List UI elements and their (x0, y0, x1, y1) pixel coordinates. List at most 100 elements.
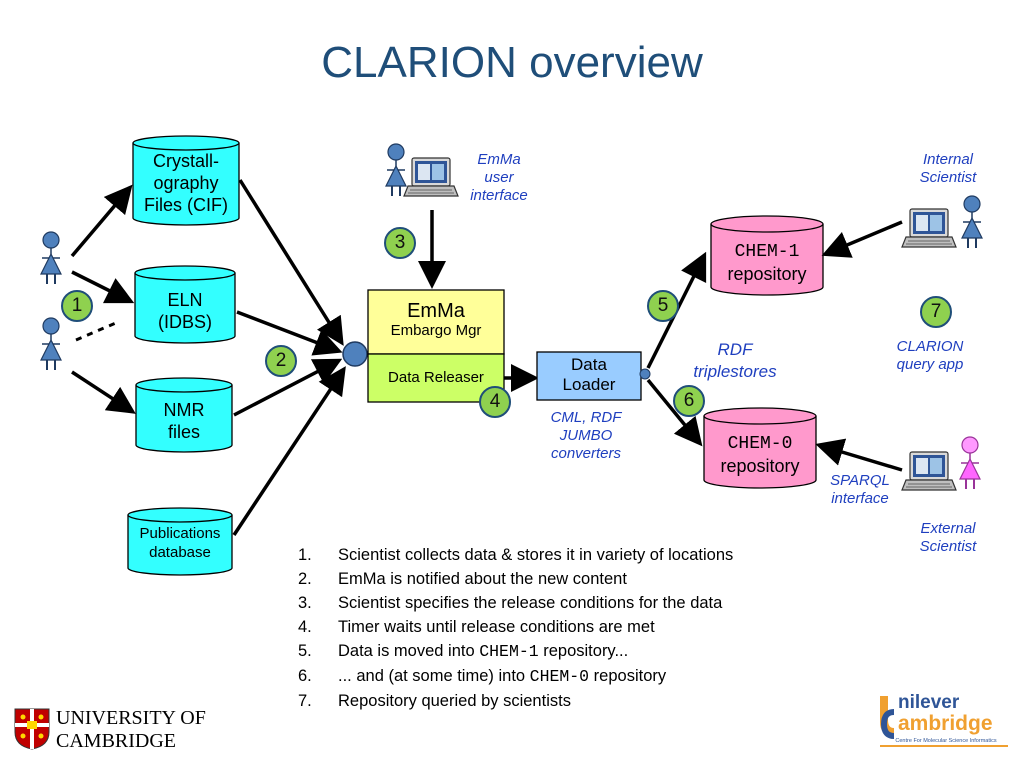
external-scientist-person-icon (959, 436, 981, 490)
list-item: 4. Timer waits until release conditions a… (298, 615, 733, 639)
data-loader-box (536, 351, 642, 401)
laptop-icon (901, 451, 957, 491)
emma-label: EmMa Embargo Mgr (368, 300, 504, 340)
internal-scientist-label: Internal Scientist (906, 151, 990, 187)
cambridge-logo-text: UNIVERSITY OF CAMBRIDGE (56, 707, 206, 753)
converters-label-line: CML, RDF (550, 409, 622, 426)
list-item: 1.Scientist collects data & stores it in… (298, 543, 733, 567)
sparql-label-line: interface (831, 490, 889, 507)
emma-user-person-icon (385, 143, 407, 197)
step-text: EmMa is notified about the new content (338, 570, 627, 588)
step-badge: 4 (479, 386, 511, 418)
cif-label-line: Crystall- (153, 151, 219, 171)
arrow-eln-dashed (75, 320, 119, 342)
arrow-to-nmr (71, 370, 136, 414)
data-releaser-label: Data Releaser (388, 369, 484, 386)
emma-ui-label-line: EmMa (477, 151, 521, 168)
step-text: repository (589, 667, 667, 685)
external-scientist-label-line: Scientist (919, 538, 977, 555)
step-number: 7. (298, 692, 312, 710)
emma-ui-label-line: user (484, 169, 514, 186)
rdf-label-line: RDF (717, 340, 753, 359)
query-app-label: CLARION query app (884, 338, 976, 374)
step-text: Timer waits until release conditions are… (338, 618, 655, 636)
step-text: Scientist specifies the release conditio… (338, 594, 723, 612)
data-loader-label: Data Loader (537, 355, 641, 395)
step-number: 4. (298, 618, 312, 636)
chem1-repository-label: repository (727, 264, 807, 284)
step-code: CHEM-1 (479, 642, 539, 661)
eln-label-line: (IDBS) (158, 312, 212, 332)
query-app-label-line: CLARION (896, 338, 964, 355)
converters-label-line: converters (550, 445, 622, 462)
emma-box (367, 289, 505, 355)
rdf-label-line: triplestores (693, 362, 777, 381)
publications-label-line: database (149, 544, 211, 561)
step-number: 5. (298, 642, 312, 660)
arrow-cif-hub (238, 179, 344, 346)
unilever-cambridge-logo: nilever ambridge Centre For Molecular Sc… (876, 690, 1016, 752)
list-item: 3.Scientist specifies the release condit… (298, 591, 733, 615)
list-item: 5. Data is moved into CHEM-1 repository..… (298, 639, 733, 664)
step-badge: 2 (265, 345, 297, 377)
publications-label: Publications database (128, 524, 232, 562)
arrow-eln-hub (236, 310, 343, 356)
cambridge-logo-line: UNIVERSITY OF (56, 707, 206, 729)
step-badge: 5 (647, 290, 679, 322)
step-text: Data is moved into (338, 642, 480, 660)
emma-ui-label: EmMa user interface (462, 151, 536, 205)
list-item: 7. Repository queried by scientists (298, 689, 733, 713)
step-text: ... and (at some time) into (338, 667, 530, 685)
internal-scientist-person-icon (961, 195, 983, 249)
arrow-to-eln (71, 270, 135, 304)
hub-node (342, 341, 368, 367)
chem0-label: CHEM-0 repository (704, 433, 816, 477)
arrow-external-chem0 (815, 438, 903, 472)
step-badge: 3 (384, 227, 416, 259)
data-loader-label-line: Data (571, 355, 607, 374)
chem0-cylinder (703, 407, 817, 489)
emma-ui-label-line: interface (470, 187, 528, 204)
unilever-tagline: Centre For Molecular Science Informatics (895, 738, 997, 744)
arrow-pub-hub (232, 366, 346, 536)
laptop-icon (403, 157, 459, 197)
converters-label-line: JUMBO (559, 427, 613, 444)
laptop-icon (901, 208, 957, 248)
cif-label: Crystall- ography Files (CIF) (133, 150, 239, 216)
unilever-mark-icon (880, 696, 1008, 747)
external-scientist-label: External Scientist (906, 520, 990, 556)
cambridge-shield-icon (14, 708, 50, 750)
step-number: 1. (298, 546, 312, 564)
step-badge: 1 (61, 290, 93, 322)
step-code: CHEM-0 (529, 667, 590, 686)
chem1-cylinder (710, 215, 824, 296)
list-item: 2. EmMa is notified about the new content (298, 567, 733, 591)
internal-scientist-label-line: Scientist (919, 169, 977, 186)
query-app-label-line: query app (896, 356, 964, 373)
rdf-label: RDF triplestores (682, 339, 788, 383)
eln-cylinder (134, 265, 236, 344)
step-number: 6. (298, 667, 312, 685)
publications-cylinder (127, 507, 233, 576)
emma-title: EmMa (407, 300, 465, 322)
chem1-code: CHEM-1 (734, 242, 800, 262)
step-badge: 7 (920, 296, 952, 328)
eln-label-line: ELN (167, 290, 203, 310)
nmr-cylinder (135, 377, 233, 453)
chem1-label: CHEM-1 repository (711, 241, 823, 285)
emma-subtitle: Embargo Mgr (390, 322, 482, 339)
step-number: 2. (298, 570, 312, 588)
sparql-label: SPARQL interface (820, 472, 900, 508)
page-title: CLARION overview (321, 38, 703, 87)
cambridge-logo-line: CAMBRIDGE (56, 730, 177, 752)
steps-list: 1.Scientist collects data & stores it in… (298, 543, 733, 713)
arrow-to-cif (70, 184, 133, 258)
eln-label: ELN (IDBS) (135, 289, 235, 333)
external-scientist-label-line: External (920, 520, 976, 537)
nmr-label-line: NMR (163, 400, 205, 420)
list-item: 6. ... and (at some time) into CHEM-0 rep… (298, 664, 733, 689)
publications-label-line: Publications (139, 525, 221, 542)
step-text: repository... (538, 642, 629, 660)
step-text: Repository queried by scientists (338, 692, 571, 710)
